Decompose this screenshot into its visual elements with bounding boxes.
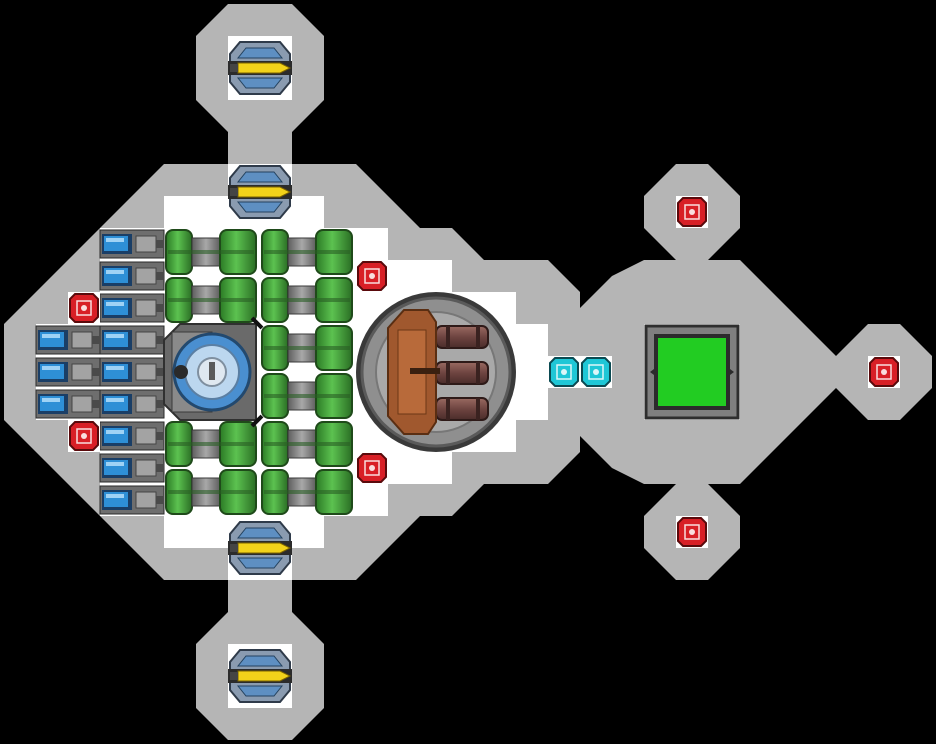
- red-hatch-icon[interactable]: [677, 517, 707, 547]
- fuel-tank-icon[interactable]: [165, 277, 257, 323]
- fuel-tank-icon[interactable]: [165, 229, 257, 275]
- thruster-icon[interactable]: [99, 453, 165, 483]
- engine-pod-icon[interactable]: [228, 165, 292, 219]
- fuel-tank-icon[interactable]: [261, 229, 353, 275]
- fuel-tank-icon[interactable]: [261, 373, 353, 419]
- thruster-icon[interactable]: [99, 389, 165, 419]
- thruster-icon[interactable]: [99, 421, 165, 451]
- cyan-hatch-icon[interactable]: [549, 357, 579, 387]
- thruster-icon[interactable]: [99, 325, 165, 355]
- thruster-icon[interactable]: [35, 357, 101, 387]
- fuel-tank-icon[interactable]: [261, 421, 353, 467]
- fuel-tank-icon[interactable]: [261, 325, 353, 371]
- cannon-turret-icon[interactable]: [356, 292, 516, 452]
- cyan-hatch-group: [548, 356, 612, 388]
- thruster-icon[interactable]: [99, 357, 165, 387]
- red-hatch-group: [68, 196, 900, 548]
- red-hatch-icon[interactable]: [69, 421, 99, 451]
- fuel-tank-icon[interactable]: [261, 469, 353, 515]
- cannon-barrels: [435, 325, 489, 421]
- thruster-array: [35, 229, 165, 515]
- cannon-barrel: [435, 325, 489, 349]
- engine-pods: [228, 41, 292, 703]
- thruster-icon[interactable]: [99, 293, 165, 323]
- red-hatch-icon[interactable]: [357, 453, 387, 483]
- red-hatch-icon[interactable]: [357, 261, 387, 291]
- red-hatch-icon[interactable]: [677, 197, 707, 227]
- engine-pod-icon[interactable]: [228, 521, 292, 575]
- cockpit-hatch-icon[interactable]: [644, 324, 740, 420]
- engine-pod-icon[interactable]: [228, 649, 292, 703]
- thruster-icon[interactable]: [99, 229, 165, 259]
- cyan-hatch-icon[interactable]: [581, 357, 611, 387]
- thruster-icon[interactable]: [99, 485, 165, 515]
- fuel-tank-icon[interactable]: [165, 421, 257, 467]
- red-hatch-icon[interactable]: [869, 357, 899, 387]
- cannon-barrel: [435, 397, 489, 421]
- reactor-core-icon[interactable]: [163, 316, 264, 428]
- fuel-tank-icon[interactable]: [165, 469, 257, 515]
- fuel-tank-icon[interactable]: [261, 277, 353, 323]
- cannon-barrel: [435, 361, 489, 385]
- red-hatch-icon[interactable]: [69, 293, 99, 323]
- thruster-icon[interactable]: [35, 325, 101, 355]
- thruster-icon[interactable]: [99, 261, 165, 291]
- engine-pod-icon[interactable]: [228, 41, 292, 95]
- thruster-icon[interactable]: [35, 389, 101, 419]
- fuel-tank-bank: [165, 229, 353, 515]
